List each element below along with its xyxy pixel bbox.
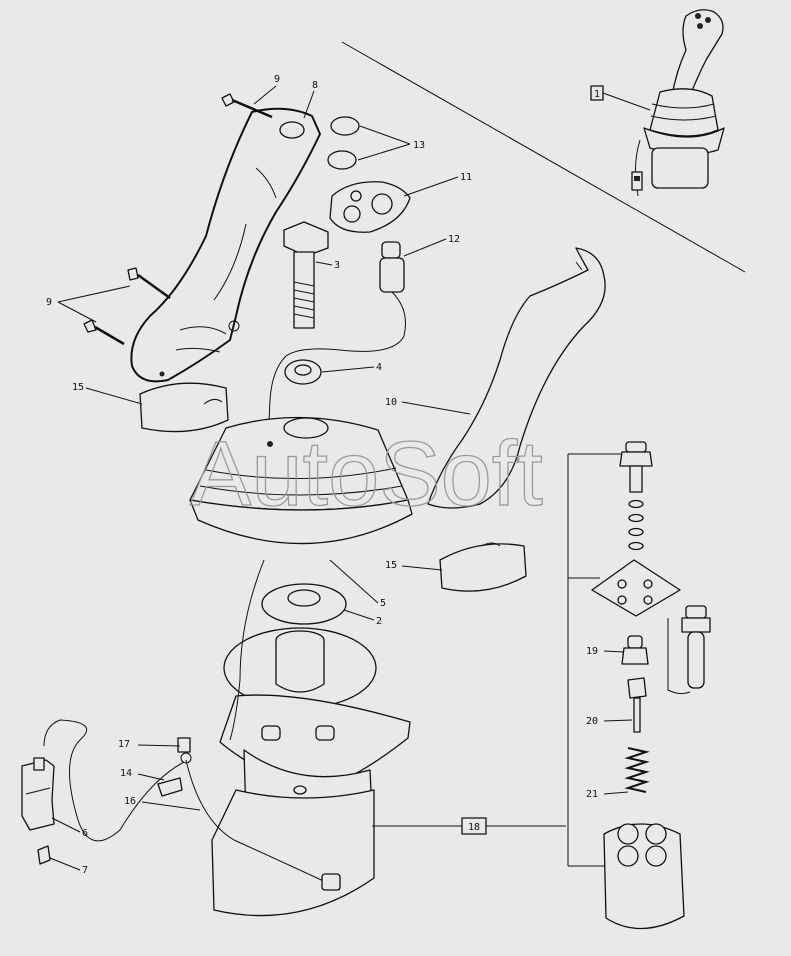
leader-5 (329, 559, 379, 604)
leader-2 (343, 609, 375, 621)
callout-9-top: 9 (274, 74, 280, 85)
leader-12 (403, 238, 447, 257)
leader-15-right (401, 565, 443, 571)
filler-left-part (139, 382, 229, 433)
callout-16: 16 (124, 796, 136, 807)
callout-17: 17 (118, 739, 130, 750)
leader-17 (137, 744, 181, 747)
callout-3: 3 (334, 260, 340, 271)
callout-7: 7 (82, 865, 88, 876)
callout-15-right: 15 (385, 560, 397, 571)
nut-part (284, 359, 322, 385)
spring-seat-part (627, 677, 647, 733)
leader-3 (315, 261, 333, 266)
leader-15-left (85, 387, 143, 405)
switch-housing-part (329, 181, 411, 233)
callout-18: 18 (468, 822, 480, 833)
screws-left-part (83, 267, 171, 346)
callout-10: 10 (385, 397, 397, 408)
screw-top-part (221, 93, 273, 119)
callout-19: 19 (586, 646, 598, 657)
harness-wire-connector (43, 719, 185, 842)
valve-body-part (603, 823, 685, 930)
callout-5: 5 (380, 598, 386, 609)
valve-plunger-part (621, 605, 711, 695)
leader-20 (603, 719, 633, 722)
callout-6: 6 (82, 828, 88, 839)
leader-14 (137, 773, 165, 781)
leader-7 (49, 857, 81, 871)
filler-right-part (439, 542, 527, 592)
handle-shell-part (130, 107, 321, 383)
rubber-boot-part (189, 416, 413, 545)
leader-4 (321, 366, 375, 373)
cable-clips-part (157, 737, 341, 891)
valve-plate-part (591, 559, 681, 617)
push-switch-part (267, 241, 406, 445)
callout-2: 2 (376, 616, 382, 627)
leader-13b (357, 143, 411, 161)
watermark: AutoSoft (190, 423, 543, 525)
callout-14: 14 (120, 768, 132, 779)
leader-9-top (253, 85, 277, 105)
callout-15-left: 15 (72, 382, 84, 393)
bolt-part (283, 221, 329, 329)
leader-21 (603, 791, 629, 795)
leader-11 (403, 176, 459, 197)
leader-9-left-b (57, 301, 97, 323)
callout-11: 11 (460, 172, 472, 183)
connector-part (21, 757, 55, 831)
leader-1 (602, 92, 651, 111)
callout-9-left: 9 (46, 297, 52, 308)
callout-20: 20 (586, 716, 598, 727)
callout-21: 21 (586, 789, 598, 800)
leader-9-left-a (57, 285, 131, 303)
callout-12: 12 (448, 234, 460, 245)
callout-box-18 (461, 817, 487, 835)
harness-wire-upper (229, 559, 265, 741)
leader-10 (401, 401, 471, 415)
leader-13a (359, 125, 411, 145)
grip-part (427, 247, 606, 509)
leader-16 (141, 801, 201, 811)
joystick-base-part (211, 627, 411, 917)
plug-caps-part (327, 116, 360, 170)
spring-part (624, 747, 650, 793)
joystick-assembly-inset (631, 9, 725, 197)
callout-1: 1 (594, 89, 600, 100)
clip-part (37, 845, 51, 865)
callout-13: 13 (413, 140, 425, 151)
retainer-plate-part (261, 583, 347, 625)
leader-6 (51, 817, 81, 833)
leader-19 (603, 650, 625, 653)
plunger-top-part (619, 441, 653, 551)
leader-8 (303, 90, 315, 119)
inset-divider-line (341, 41, 746, 273)
callout-8: 8 (312, 80, 318, 91)
callout-4: 4 (376, 362, 382, 373)
harness-wire-lower (185, 759, 341, 891)
